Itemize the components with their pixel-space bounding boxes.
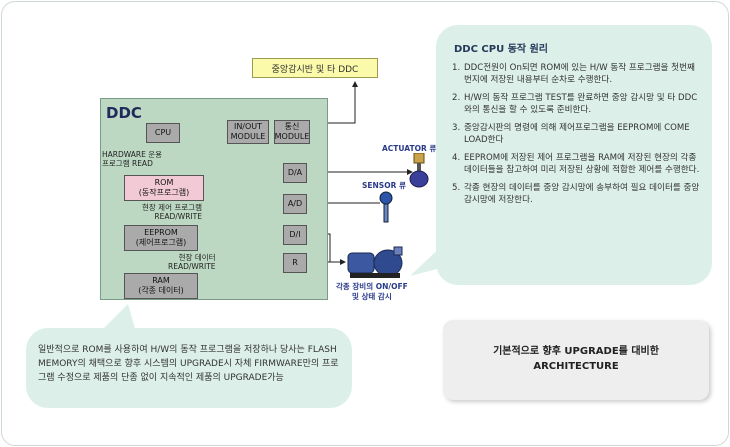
ad-label: A/D [287, 199, 303, 208]
list-item-text: EEPROM에 저장된 제어 프로그램을 RAM에 저장된 현장의 각종 데이터… [464, 153, 700, 175]
da-label: D/A [287, 168, 303, 177]
hw-note-line-2: 프로그램 READ [102, 159, 153, 168]
pump-caption: 각종 장비의 ON/OFF 및 상태 감시 [336, 282, 408, 302]
list-item-text: DDC전원이 On되면 ROM에 있는 H/W 동작 프로그램을 첫번째 번지에… [464, 63, 695, 85]
ram-label-1: RAM [152, 276, 170, 285]
field-data-note: 현장 데이터 READ/WRITE [168, 253, 216, 271]
hw-note-line-1: HARDWARE 운용 [102, 150, 163, 159]
list-item-text: 중앙감시판의 명령에 의해 제어프로그램을 EEPROM에 COME LOAD한… [464, 123, 690, 145]
architecture-note-line-1: 기본적으로 향후 UPGRADE를 대비한 [493, 346, 659, 357]
di-block: D/I [283, 225, 307, 245]
left-bubble-tail [100, 304, 136, 332]
list-item-text: 각종 현장의 데이터를 중앙 감시망에 송부하여 필요 데이터를 중앙감시망에 … [464, 183, 700, 205]
field-ctrl-note-line-1: 현장 제어 프로그램 [142, 203, 202, 212]
ram-label-2: (각종 데이터) [138, 286, 184, 295]
rom-block: ROM (동작프로그램) [124, 175, 204, 201]
eeprom-label-1: EEPROM [144, 228, 178, 237]
hw-note: HARDWARE 운용 프로그램 READ [102, 150, 162, 168]
ad-block: A/D [283, 194, 307, 214]
sensor-label: SENSOR 류 [362, 181, 406, 190]
eeprom-block: EEPROM (제어프로그램) [124, 225, 198, 251]
list-item: 1. DDC전원이 On되면 ROM에 있는 H/W 동작 프로그램을 첫번째 … [452, 62, 704, 86]
io-module-label-2: MODULE [230, 132, 266, 141]
ram-block: RAM (각종 데이터) [124, 273, 198, 299]
sensor-icon [379, 191, 393, 223]
cpu-principle-list: 1. DDC전원이 On되면 ROM에 있는 H/W 동작 프로그램을 첫번째 … [452, 62, 704, 212]
list-item: 3. 중앙감시판의 명령에 의해 제어프로그램을 EEPROM에 COME LO… [452, 122, 704, 146]
list-item-number: 5. [452, 183, 461, 193]
flash-memory-panel [26, 328, 352, 408]
r-label: R [292, 258, 298, 267]
eeprom-label-2: (제어프로그램) [135, 238, 187, 247]
list-item-number: 3. [452, 123, 461, 133]
flash-memory-text: 일반적으로 ROM를 사용하여 H/W의 동작 프로그램을 저장하나 당사는 F… [38, 345, 339, 383]
list-item: 2. H/W의 동작 프로그램 TEST를 완료하면 중앙 감시망 및 타 DD… [452, 92, 704, 116]
pump-icon [347, 246, 403, 278]
field-ctrl-note: 현장 제어 프로그램 READ/WRITE [142, 203, 202, 221]
actuator-icon [409, 153, 429, 188]
cpu-principle-title: DDC CPU 동작 원리 [454, 44, 548, 55]
pump-caption-line-2: 및 상태 감시 [352, 292, 392, 301]
actuator-label: ACTUATOR 류 [382, 144, 437, 153]
rom-label-2: (동작프로그램) [138, 188, 190, 197]
architecture-note-box [443, 320, 709, 400]
central-monitoring-banner: 중앙감시반 및 타 DDC [252, 58, 378, 78]
field-ctrl-note-line-2: READ/WRITE [154, 212, 202, 221]
architecture-note-line-2: ARCHITECTURE [533, 361, 619, 372]
r-block: R [283, 253, 307, 273]
comm-module-label-1: 통신 [284, 122, 300, 131]
list-item-text: H/W의 동작 프로그램 TEST를 완료하면 중앙 감시망 및 타 DDC와의… [464, 93, 698, 115]
rom-label-1: ROM [154, 178, 174, 187]
di-label: D/I [289, 230, 301, 239]
architecture-note: 기본적으로 향후 UPGRADE를 대비한 ARCHITECTURE [443, 344, 709, 374]
cpu-block: CPU [146, 123, 180, 143]
ddc-title: DDC [106, 104, 142, 122]
io-module-block: IN/OUT MODULE [227, 120, 269, 144]
list-item: 5. 각종 현장의 데이터를 중앙 감시망에 송부하여 필요 데이터를 중앙감시… [452, 182, 704, 206]
list-item: 4. EEPROM에 저장된 제어 프로그램을 RAM에 저장된 현장의 각종 … [452, 152, 704, 176]
list-item-number: 1. [452, 63, 461, 73]
list-item-number: 4. [452, 153, 461, 163]
comm-module-block: 통신 MODULE [274, 120, 310, 144]
field-data-note-line-1: 현장 데이터 [178, 253, 216, 262]
pump-caption-line-1: 각종 장비의 ON/OFF [336, 282, 408, 291]
cpu-principle-panel [436, 25, 712, 285]
cpu-label: CPU [154, 128, 172, 137]
list-item-number: 2. [452, 93, 461, 103]
field-data-note-line-2: READ/WRITE [168, 262, 216, 271]
da-block: D/A [283, 163, 307, 183]
io-module-label-1: IN/OUT [233, 122, 263, 131]
comm-module-label-2: MODULE [274, 132, 310, 141]
